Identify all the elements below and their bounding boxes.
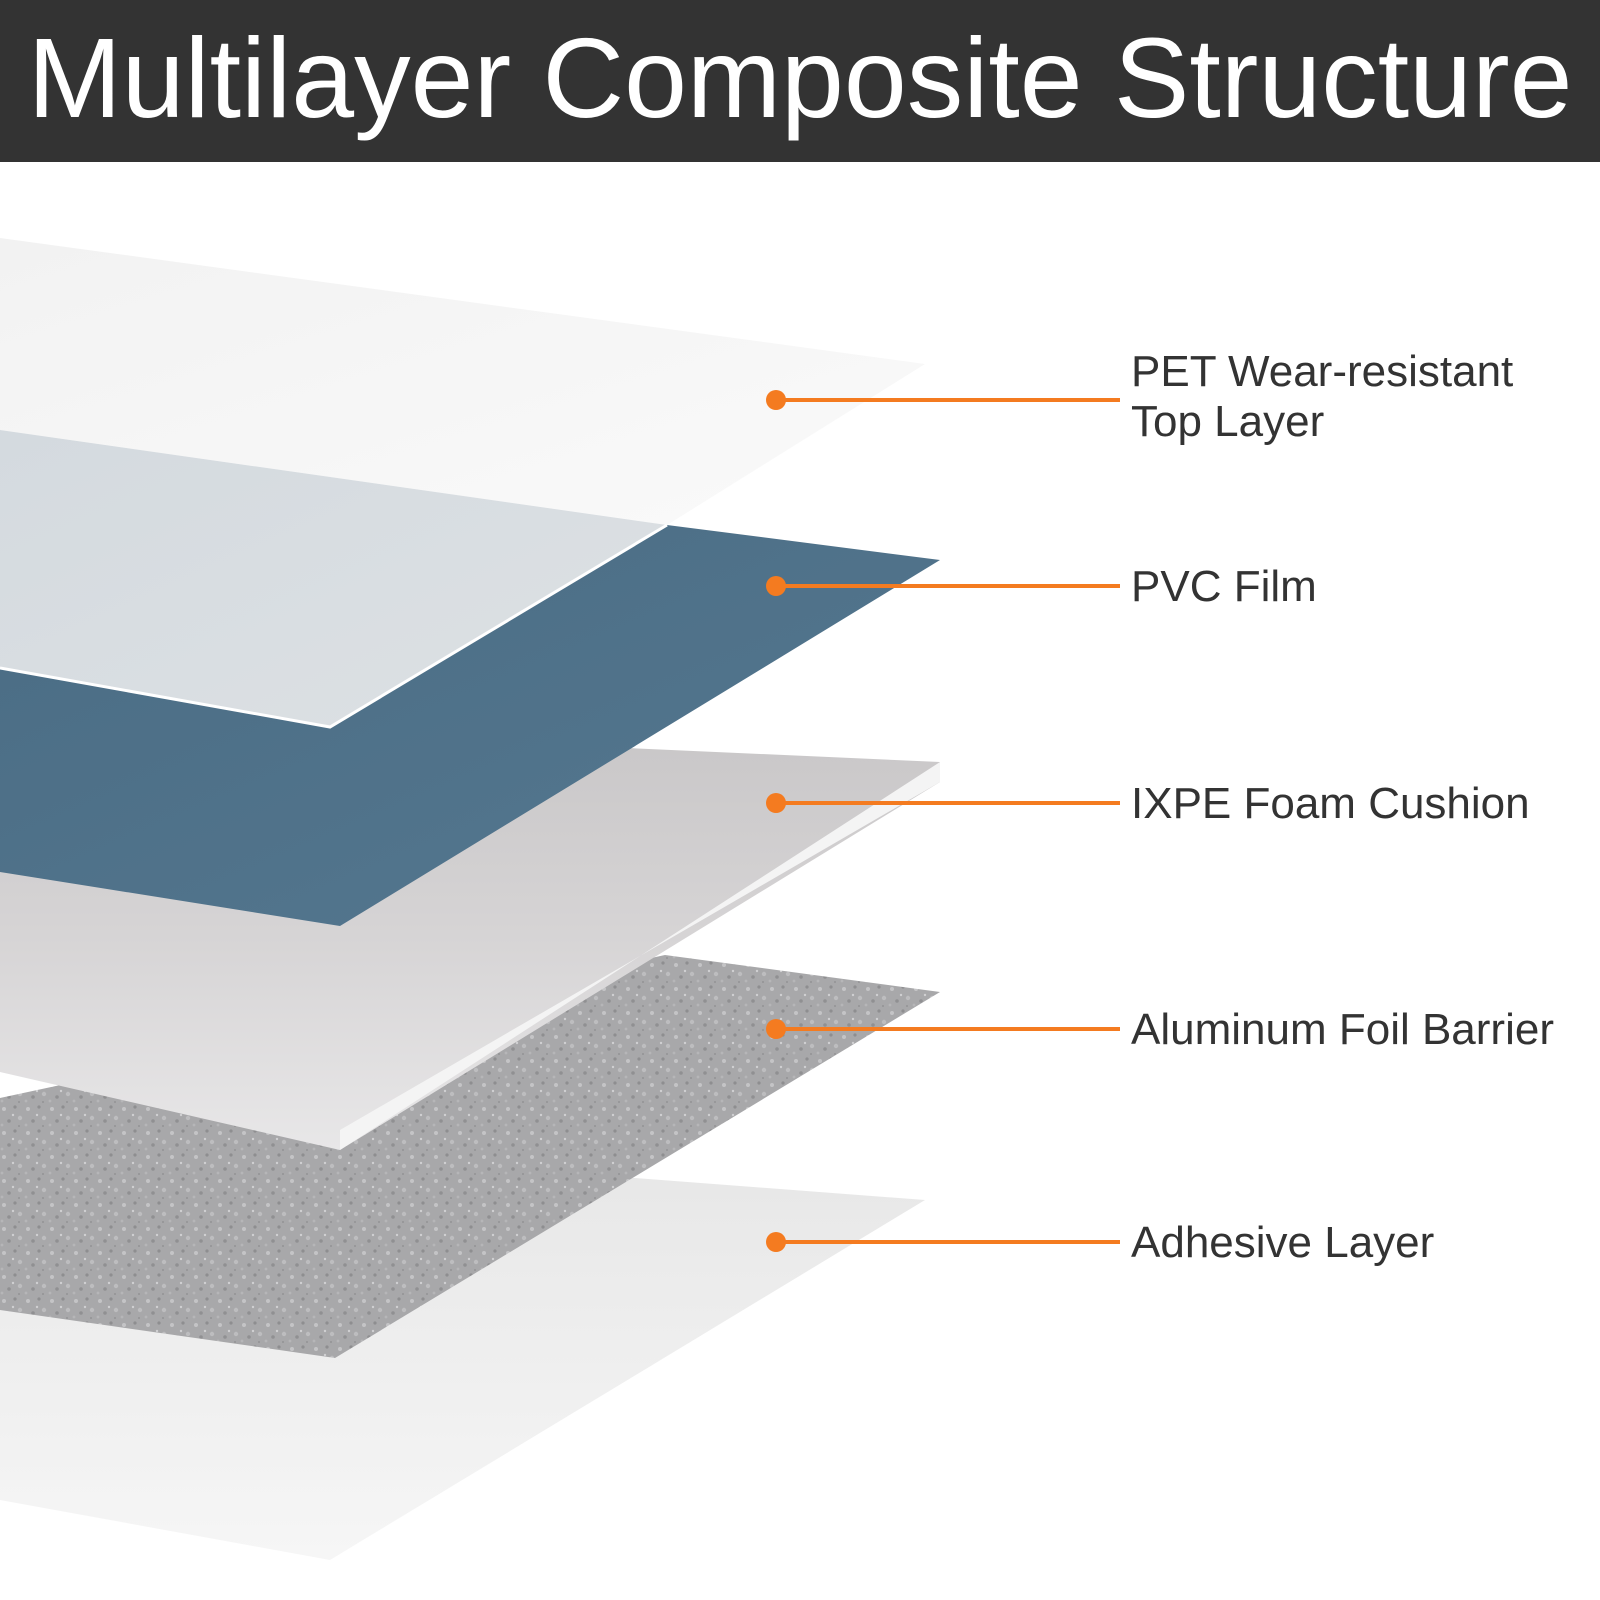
label-ixpe-line-1: IXPE Foam Cushion (1131, 779, 1530, 828)
callout-aluminum (766, 1019, 1120, 1039)
page-title: Multilayer Composite Structure (27, 14, 1573, 141)
pet-top-sheet (0, 238, 925, 525)
callout-adhesive (766, 1232, 1120, 1252)
label-ixpe-foam: IXPE Foam Cushion (1131, 779, 1530, 829)
label-pvc-film: PVC Film (1131, 562, 1317, 612)
pet-top-sheet-lower (0, 430, 667, 727)
label-aluminum-foil: Aluminum Foil Barrier (1131, 1005, 1554, 1055)
callout-ixpe (766, 793, 1120, 813)
label-pet-top-layer: PET Wear-resistant Top Layer (1131, 347, 1513, 447)
header-bar: Multilayer Composite Structure (0, 0, 1600, 162)
label-adhesive-layer: Adhesive Layer (1131, 1218, 1434, 1268)
label-aluminum-line-1: Aluminum Foil Barrier (1131, 1005, 1554, 1054)
label-adhesive-line-1: Adhesive Layer (1131, 1218, 1435, 1267)
callout-pvc (766, 576, 1120, 596)
label-pet-line-2: Top Layer (1131, 397, 1325, 446)
label-pvc-line-1: PVC Film (1131, 562, 1317, 611)
label-pet-line-1: PET Wear-resistant (1131, 347, 1514, 396)
callout-pet (766, 390, 1120, 410)
pet-top-edge (0, 523, 668, 729)
pvc-film-sheet (0, 525, 940, 926)
ixpe-foam-edge (340, 762, 940, 1150)
